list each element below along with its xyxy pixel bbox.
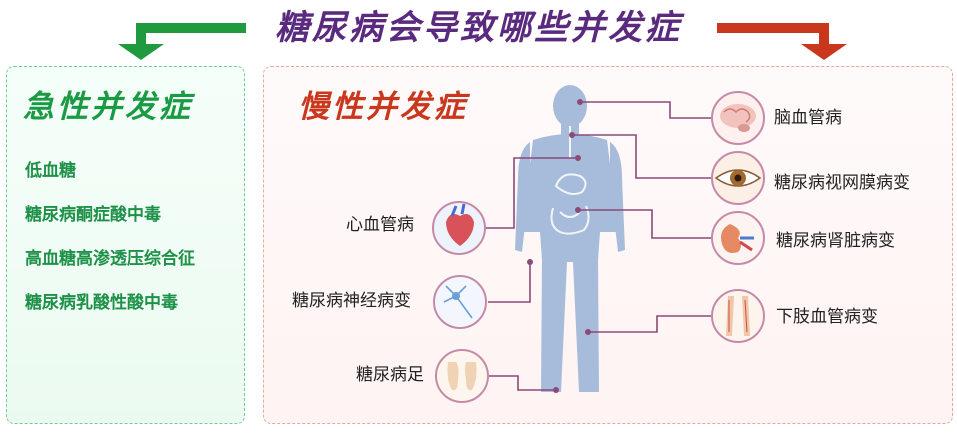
connector-lines xyxy=(484,101,712,391)
chronic-heading: 慢性并发症 xyxy=(298,89,468,125)
neuron-icon xyxy=(433,275,487,329)
eye-icon xyxy=(711,151,765,205)
green-arrow-icon xyxy=(118,23,246,60)
acute-item: 糖尿病乳酸性酸中毒 xyxy=(25,293,178,313)
legs-icon xyxy=(711,289,765,343)
label-lower-limb: 下肢血管病变 xyxy=(776,307,878,327)
label-brain: 脑血管病 xyxy=(774,108,842,128)
organs-icon xyxy=(550,126,590,235)
heart-icon xyxy=(432,201,486,255)
label-neuropathy: 糖尿病神经病变 xyxy=(292,291,411,311)
brain-icon xyxy=(711,91,765,145)
label-cardio: 心血管病 xyxy=(346,215,414,235)
title-arrows xyxy=(118,23,847,60)
label-nephropathy: 糖尿病肾脏病变 xyxy=(776,231,895,251)
kidney-icon xyxy=(711,211,765,265)
acute-item: 高血糖高渗透压综合征 xyxy=(25,249,195,269)
label-retinopathy: 糖尿病视网膜病变 xyxy=(774,173,910,193)
feet-icon xyxy=(435,349,489,403)
acute-item: 糖尿病酮症酸中毒 xyxy=(25,205,161,225)
red-arrow-icon xyxy=(717,23,847,60)
human-body-icon xyxy=(515,85,625,392)
label-foot: 糖尿病足 xyxy=(356,365,424,385)
connector-dots xyxy=(527,99,591,393)
acute-panel: 急性并发症 低血糖 糖尿病酮症酸中毒 高血糖高渗透压综合征 糖尿病乳酸性酸中毒 xyxy=(6,66,245,424)
page-title: 糖尿病会导致哪些并发症 xyxy=(275,8,682,48)
acute-item: 低血糖 xyxy=(25,161,76,181)
acute-heading: 急性并发症 xyxy=(23,89,193,125)
acute-list: 低血糖 糖尿病酮症酸中毒 高血糖高渗透压综合征 糖尿病乳酸性酸中毒 xyxy=(25,161,195,337)
chronic-panel: 慢性并发症 xyxy=(263,66,953,424)
